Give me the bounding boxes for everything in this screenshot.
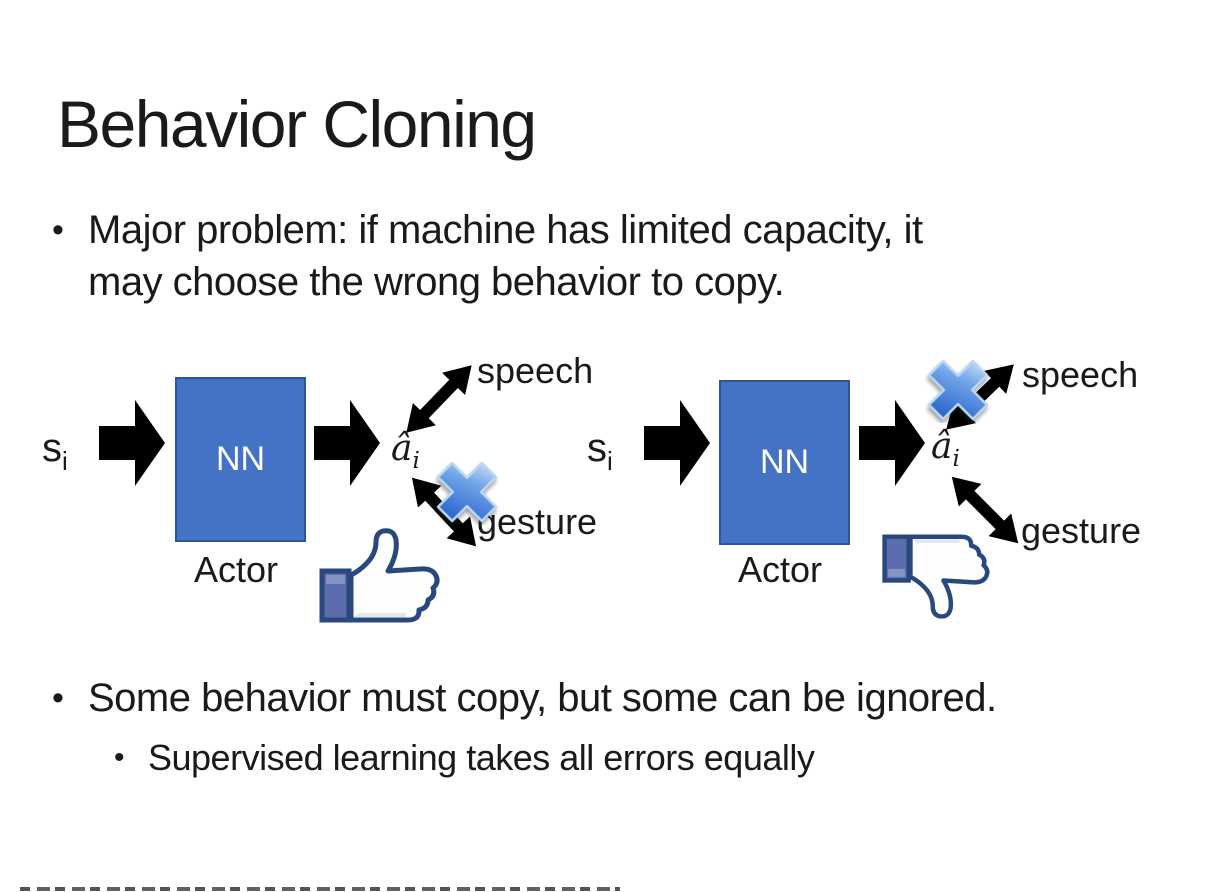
left-output-action-label: âi bbox=[391, 428, 420, 474]
right-nn-box: NN bbox=[719, 380, 850, 545]
right-output-arrow-icon bbox=[859, 400, 925, 486]
bullet-marker: • bbox=[52, 679, 64, 717]
left-nn-label: NN bbox=[215, 440, 266, 478]
right-output-action-label: âi bbox=[931, 426, 960, 472]
right-input-arrow-icon bbox=[644, 400, 710, 486]
cropped-bottom-artifact bbox=[20, 887, 620, 891]
left-output-arrow-icon bbox=[314, 400, 380, 486]
right-actor-caption: Actor bbox=[738, 549, 823, 590]
bullet-some-behavior-text: Some behavior must copy, but some can be… bbox=[88, 676, 997, 720]
sub-bullet-supervised: • Supervised learning takes all errors e… bbox=[114, 734, 815, 782]
state-subscript: i bbox=[607, 446, 613, 476]
bullet-line-1: Major problem: if machine has limited ca… bbox=[88, 208, 923, 252]
state-subscript: i bbox=[62, 446, 68, 476]
sub-bullet-supervised-text: Supervised learning takes all errors equ… bbox=[148, 737, 815, 778]
right-input-state-label: si bbox=[587, 426, 613, 477]
right-speech-label: speech bbox=[1022, 354, 1139, 395]
left-cross-out-icon bbox=[434, 459, 500, 525]
slide-title: Behavior Cloning bbox=[57, 87, 537, 162]
state-symbol: s bbox=[587, 426, 607, 470]
thumbs-up-icon bbox=[317, 526, 449, 626]
bullet-marker: • bbox=[52, 211, 64, 249]
bullet-line-2: may choose the wrong behavior to copy. bbox=[88, 260, 785, 304]
right-cross-out-icon bbox=[925, 357, 991, 423]
left-input-arrow-icon bbox=[99, 400, 165, 486]
bullet-major-problem: • Major problem: if machine has limited … bbox=[52, 204, 923, 308]
bullet-marker: • bbox=[114, 741, 125, 774]
right-nn-label: NN bbox=[759, 443, 810, 481]
left-speech-label: speech bbox=[477, 350, 594, 391]
left-actor-caption: Actor bbox=[194, 549, 279, 590]
left-input-state-label: si bbox=[42, 426, 68, 477]
action-symbol: â bbox=[391, 428, 413, 469]
action-subscript: i bbox=[412, 448, 420, 475]
state-symbol: s bbox=[42, 426, 62, 470]
action-subscript: i bbox=[952, 446, 960, 473]
left-nn-box: NN bbox=[175, 377, 306, 542]
bullet-major-problem-text: Major problem: if machine has limited ca… bbox=[88, 204, 923, 308]
thumbs-down-icon bbox=[881, 530, 997, 622]
right-gesture-label: gesture bbox=[1021, 510, 1142, 551]
left-gesture-label: gesture bbox=[477, 501, 598, 542]
bullet-some-behavior: • Some behavior must copy, but some can … bbox=[52, 672, 997, 724]
action-symbol: â bbox=[931, 426, 953, 467]
